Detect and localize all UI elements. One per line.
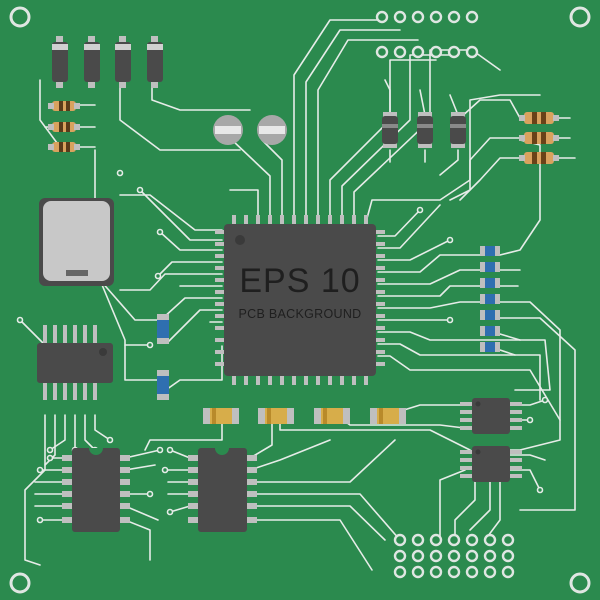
main-chip <box>215 215 385 385</box>
chip-orientation-dot <box>235 235 245 245</box>
soic-chip-left <box>37 325 113 400</box>
dip-chip-bottom-center <box>188 448 257 532</box>
mount-hole-icon <box>9 6 31 28</box>
electrolytic-capacitors <box>213 115 287 145</box>
diodes-top-left <box>52 36 163 88</box>
dip-chip-bottom-left <box>62 448 130 532</box>
blue-capacitors-left <box>157 314 169 400</box>
mounting-holes <box>9 6 591 594</box>
main-chip-body <box>224 224 376 376</box>
resistors-right <box>519 112 559 164</box>
mount-hole-icon <box>569 572 591 594</box>
tantalum-capacitors <box>203 408 406 424</box>
circuit-traces <box>19 19 576 571</box>
mount-hole-icon <box>569 6 591 28</box>
mount-hole-icon <box>9 572 31 594</box>
resistors-left <box>48 101 80 152</box>
header-pads-bottom <box>393 533 515 579</box>
main-chip-title: EPS 10 <box>239 262 361 300</box>
main-chip-pins <box>215 215 385 385</box>
small-chip-right-upper <box>460 398 522 434</box>
blue-smd-array <box>480 246 500 352</box>
resistors-vertical-middle <box>382 112 466 148</box>
main-chip-subtitle: PCB BACKGROUND <box>238 307 362 321</box>
small-chip-right-lower <box>460 446 522 482</box>
crystal-module <box>39 198 114 286</box>
header-pads-top <box>375 10 479 59</box>
